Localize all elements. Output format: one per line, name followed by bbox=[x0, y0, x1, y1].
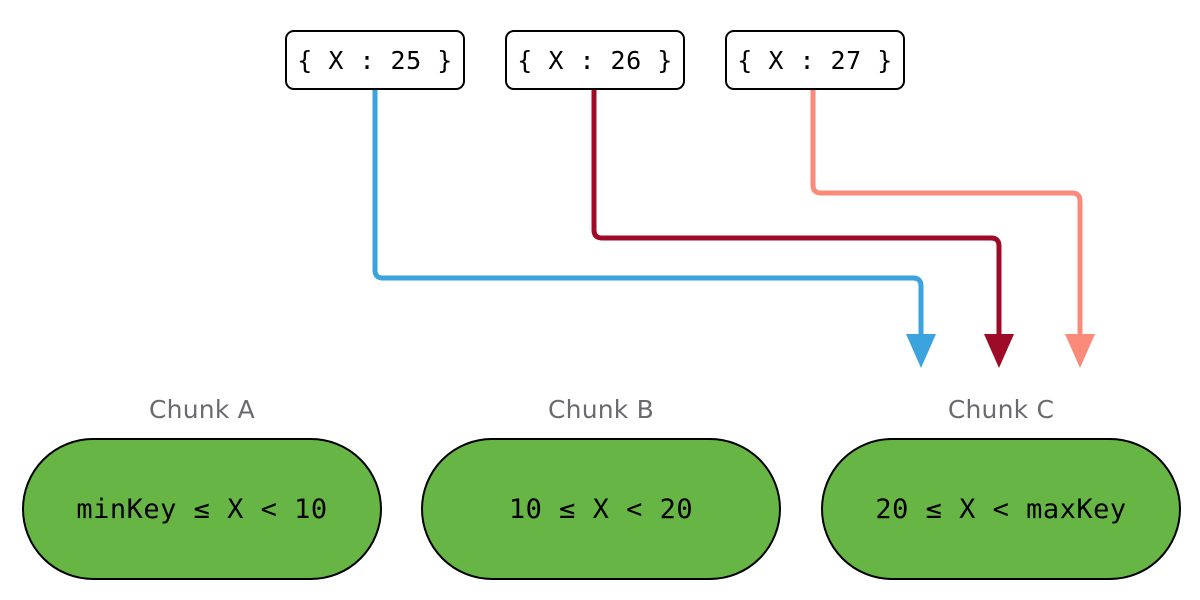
arrowhead-blue bbox=[906, 334, 936, 368]
chunk-group-a: Chunk A minKey ≤ X < 10 bbox=[22, 395, 382, 585]
chunk-b-pill: 10 ≤ X < 20 bbox=[421, 438, 781, 580]
arrowhead-salmon bbox=[1065, 334, 1095, 368]
chunk-a-range: minKey ≤ X < 10 bbox=[76, 493, 328, 525]
document-label-x27: { X : 27 } bbox=[737, 45, 893, 75]
chunk-c-range: 20 ≤ X < maxKey bbox=[875, 493, 1127, 525]
document-label-x25: { X : 25 } bbox=[297, 45, 453, 75]
chunk-a-pill: minKey ≤ X < 10 bbox=[22, 438, 382, 580]
connector-doc-26-to-chunk-c bbox=[591, 90, 1014, 368]
chunk-b-title: Chunk B bbox=[548, 395, 654, 424]
chunk-a-title: Chunk A bbox=[149, 395, 255, 424]
chunk-c-title: Chunk C bbox=[947, 395, 1055, 424]
arrowhead-dark-red bbox=[984, 334, 1014, 368]
chunk-group-c: Chunk C 20 ≤ X < maxKey bbox=[821, 395, 1181, 585]
connector-doc-27-to-chunk-c bbox=[810, 90, 1095, 368]
document-box-x27: { X : 27 } bbox=[725, 30, 905, 90]
chunk-group-b: Chunk B 10 ≤ X < 20 bbox=[421, 395, 781, 585]
document-box-x25: { X : 25 } bbox=[285, 30, 465, 90]
chunk-b-range: 10 ≤ X < 20 bbox=[508, 493, 694, 525]
chunk-c-pill: 20 ≤ X < maxKey bbox=[821, 438, 1181, 580]
document-box-x26: { X : 26 } bbox=[505, 30, 685, 90]
document-label-x26: { X : 26 } bbox=[517, 45, 673, 75]
connector-doc-25-to-chunk-c bbox=[372, 90, 936, 368]
